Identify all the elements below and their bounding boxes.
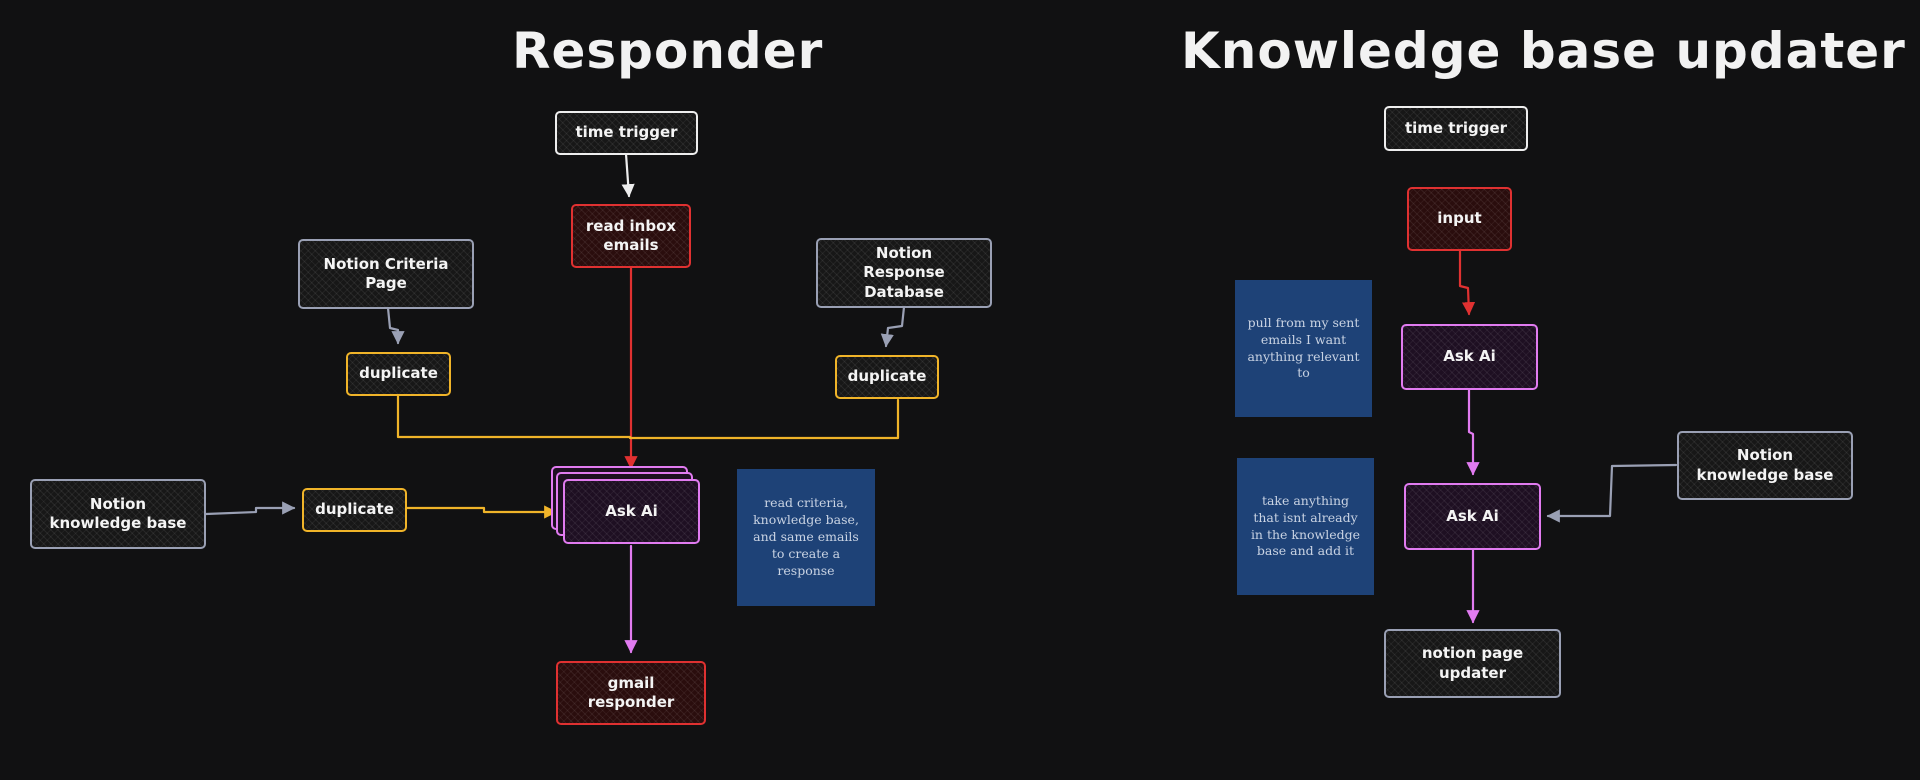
line-duplicate-response-to-ask <box>628 398 900 440</box>
updater-time-trigger-node: time trigger <box>1384 106 1528 151</box>
arrow-kb-to-ask2 <box>1546 463 1678 523</box>
arrow-ask1-to-ask2 <box>1466 388 1480 476</box>
responder-ask-ai-node: Ask Ai <box>563 479 700 544</box>
arrow-time-to-read <box>621 152 635 198</box>
updater-ask-ai-2-node: Ask Ai <box>1404 483 1541 550</box>
updater-note-1: pull from my sent emails I want anything… <box>1235 280 1372 417</box>
notion-page-updater-node: notion page updater <box>1384 629 1561 698</box>
arrow-criteria-to-duplicate <box>386 306 405 345</box>
duplicate-response-node: duplicate <box>835 355 939 399</box>
arrow-duplicate-to-ask <box>404 505 558 519</box>
updater-title: Knowledge base updater <box>1181 22 1906 80</box>
responder-note: read criteria, knowledge base, and same … <box>737 469 875 606</box>
notion-knowledge-base-node: Notion knowledge base <box>30 479 206 549</box>
updater-ask-ai-1-node: Ask Ai <box>1401 324 1538 390</box>
read-inbox-emails-node: read inbox emails <box>571 204 691 268</box>
updater-notion-knowledge-base-node: Notion knowledge base <box>1677 431 1853 500</box>
responder-title: Responder <box>512 22 824 80</box>
arrow-kb-to-duplicate <box>204 501 296 516</box>
duplicate-criteria-node: duplicate <box>346 352 451 396</box>
notion-criteria-page-node: Notion Criteria Page <box>298 239 474 309</box>
input-node: input <box>1407 187 1512 251</box>
updater-note-2: take anything that isnt already in the k… <box>1237 458 1374 595</box>
duplicate-kb-node: duplicate <box>302 488 407 532</box>
notion-response-database-node: Notion Response Database <box>816 238 992 308</box>
responder-time-trigger-node: time trigger <box>555 111 698 155</box>
arrow-responsedb-to-duplicate <box>880 305 906 348</box>
arrow-input-to-ask1 <box>1458 249 1476 316</box>
line-duplicate-criteria-to-ask <box>396 393 632 439</box>
gmail-responder-node: gmail responder <box>556 661 706 725</box>
